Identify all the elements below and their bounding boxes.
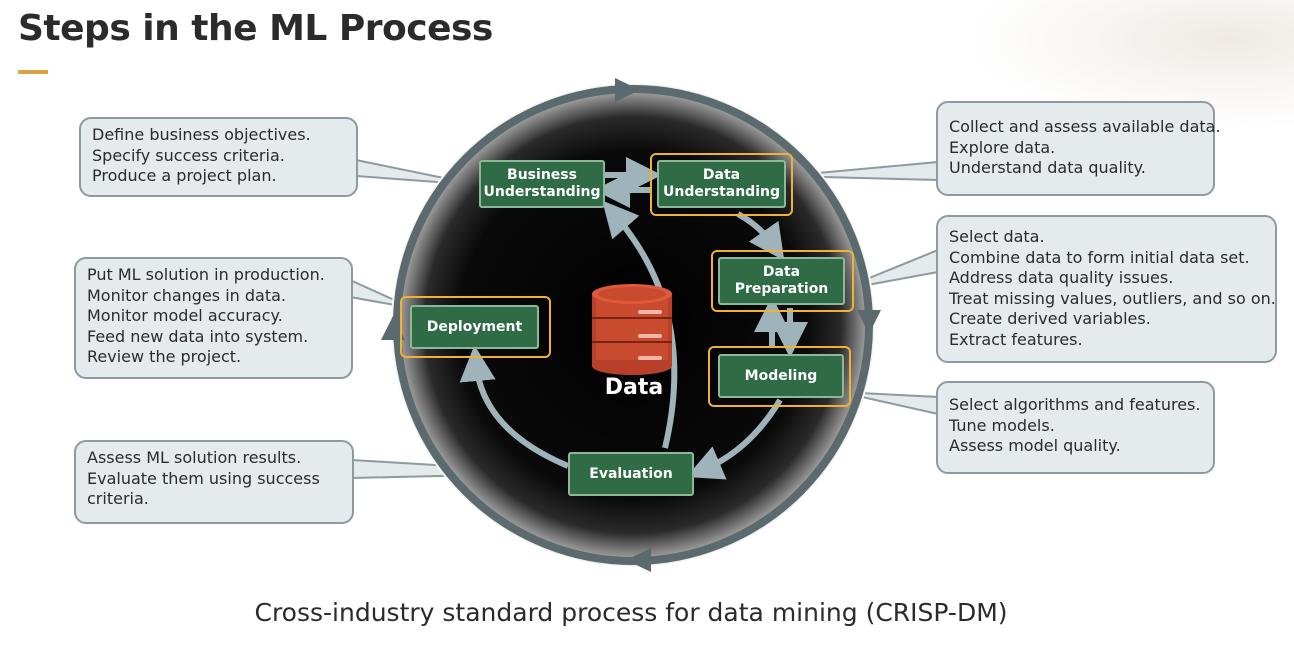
step-label-line: Data [702,167,741,183]
callout-deployment: Put ML solution in production. Monitor c… [74,257,353,379]
callout-line: Monitor model accuracy. [87,306,283,325]
callout-business-understanding: Define business objectives. Specify succ… [79,117,358,197]
title-accent-bar [18,70,48,74]
arrowhead-bottom [626,548,651,572]
step-label-line: Modeling [744,367,818,384]
outer-ring-arrowheads [381,78,881,572]
center-data-label: Data [604,375,664,400]
callout-evaluation: Assess ML solution results. Evaluate the… [74,440,354,524]
page-title: Steps in the ML Process [18,8,493,49]
callout-line: Select data. [949,227,1045,246]
highlight-deployment [400,296,551,358]
callout-line: Define business objectives. [92,125,311,144]
callout-line: Assess ML solution results. [87,448,302,467]
callout-line: Treat missing values, outliers, and so o… [949,288,1276,308]
highlight-data-preparation [711,250,854,312]
step-evaluation[interactable]: Evaluation [568,452,694,496]
step-modeling[interactable]: Modeling [718,354,844,398]
arrow-model-to-eval [686,398,783,480]
callout-line: Assess model quality. [949,436,1121,455]
callout-line: Evaluate them using success [87,468,320,488]
arrow-du-to-prep [736,211,785,261]
step-label-line: Deployment [426,318,523,335]
callout-data-understanding: Collect and assess available data. Explo… [936,101,1221,196]
callout-line: Feed new data into system. [87,326,309,346]
highlight-modeling [708,346,851,407]
callout-line: criteria. [87,489,149,508]
callout-line: Combine data to form initial data set. [949,247,1250,267]
step-data-preparation[interactable]: Data Preparation [718,257,845,305]
callout-line: Tune models. [949,415,1055,435]
callout-data-preparation: Select data. Combine data to form initia… [936,215,1277,363]
arrowhead-right [857,310,881,334]
diagram-caption: Cross-industry standard process for data… [254,598,1008,627]
arrowhead-left [381,316,405,340]
callout-modeling: Select algorithms and features. Tune mod… [936,381,1215,474]
callout-line: Produce a project plan. [92,166,277,185]
step-label-line: Evaluation [589,465,673,482]
callout-line: Address data quality issues. [949,268,1174,287]
callout-line: Collect and assess available data. [949,117,1221,136]
step-business-understanding[interactable]: Business Understanding [479,160,605,208]
step-label-line: Understanding [483,184,601,200]
step-label-line: Business [507,167,577,183]
callout-line: Create derived variables. [949,309,1151,328]
callout-line: Extract features. [949,329,1083,349]
step-label-line: Understanding [662,184,780,200]
step-deployment[interactable]: Deployment [410,305,539,349]
callout-line: Review the project. [87,347,242,366]
callout-line: Select algorithms and features. [949,395,1201,414]
highlight-data-understanding [650,153,793,216]
arrow-eval-to-deploy [459,345,570,469]
step-label-line: Data [762,264,801,280]
callout-line: Specify success criteria. [92,145,285,165]
callout-line: Explore data. [949,137,1056,157]
arrowhead-top [615,78,640,102]
step-label-line: Preparation [734,281,829,297]
step-data-understanding[interactable]: Data Understanding [657,160,786,208]
callout-line: Understand data quality. [949,158,1146,177]
database-icon [592,284,672,375]
callout-line: Monitor changes in data. [87,285,287,305]
callout-line: Put ML solution in production. [87,265,325,284]
